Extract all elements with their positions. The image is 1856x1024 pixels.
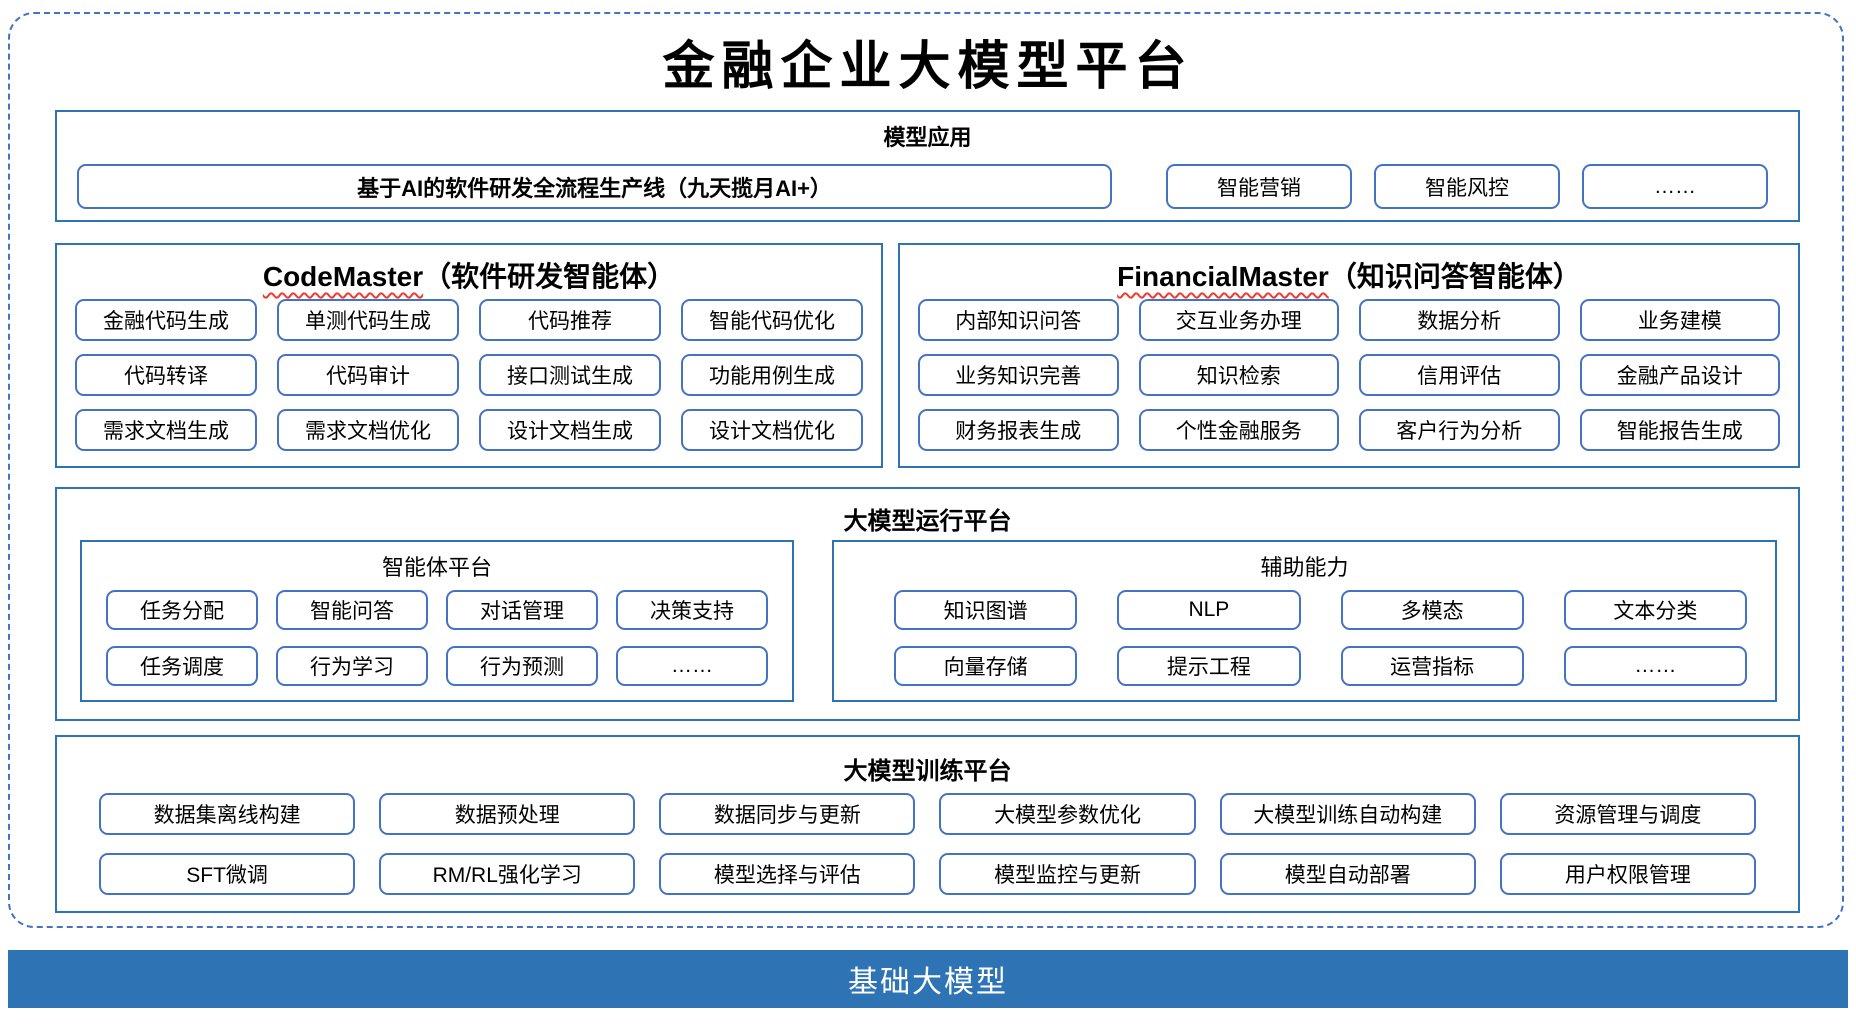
base-model-bar: 基础大模型	[8, 950, 1848, 1008]
training-platform-items: 数据集离线构建数据预处理数据同步与更新大模型参数优化大模型训练自动构建资源管理与…	[99, 793, 1756, 895]
financialmaster-capability-chip: 知识检索	[1138, 354, 1339, 396]
financialmaster-capability-chip: 智能报告生成	[1579, 409, 1780, 451]
agent-platform-items: 任务分配智能问答对话管理决策支持任务调度行为学习行为预测 ……	[106, 590, 768, 686]
training-capability-chip: SFT微调	[99, 853, 356, 895]
application-chip: 智能营销	[1166, 164, 1352, 209]
financialmaster-capability-chip: 业务知识完善	[918, 354, 1119, 396]
financialmaster-capability-chip: 客户行为分析	[1359, 409, 1560, 451]
application-chip: ……	[1582, 164, 1768, 209]
aux-ability-chip: 提示工程	[1117, 646, 1301, 686]
training-capability-chip: 资源管理与调度	[1499, 793, 1756, 835]
agent-platform-chip: 行为预测	[446, 646, 598, 686]
codemaster-capability-chip: 功能用例生成	[681, 354, 863, 396]
training-capability-chip: 模型自动部署	[1219, 853, 1476, 895]
aux-ability-chip: 文本分类	[1563, 590, 1747, 630]
training-capability-chip: 大模型参数优化	[939, 793, 1196, 835]
training-capability-chip: 数据集离线构建	[99, 793, 356, 835]
codemaster-title: CodeMaster（软件研发智能体）	[57, 255, 881, 295]
codemaster-capability-chip: 需求文档生成	[75, 409, 257, 451]
pipeline-chip: 基于AI的软件研发全流程生产线（九天揽月AI+）	[77, 164, 1112, 209]
training-capability-chip: 数据同步与更新	[659, 793, 916, 835]
codemaster-capability-chip: 代码审计	[277, 354, 459, 396]
aux-ability-chip: 向量存储	[894, 646, 1078, 686]
agent-platform-chip: 智能问答	[276, 590, 428, 630]
financialmaster-section: FinancialMaster（知识问答智能体） 内部知识问答交互业务办理数据分…	[898, 243, 1800, 468]
financialmaster-capability-chip: 交互业务办理	[1138, 299, 1339, 341]
financialmaster-capability-chip: 信用评估	[1359, 354, 1560, 396]
aux-ability-box: 辅助能力 知识图谱 NLP 多模态文本分类向量存储提示工程运营指标 ……	[832, 540, 1777, 702]
agent-platform-chip: 对话管理	[446, 590, 598, 630]
training-capability-chip: 数据预处理	[379, 793, 636, 835]
codemaster-capability-chip: 金融代码生成	[75, 299, 257, 341]
financialmaster-capability-chip: 业务建模	[1579, 299, 1780, 341]
codemaster-capability-chip: 智能代码优化	[681, 299, 863, 341]
agent-platform-chip: 任务分配	[106, 590, 258, 630]
runtime-platform-section: 大模型运行平台 智能体平台 任务分配智能问答对话管理决策支持任务调度行为学习行为…	[55, 487, 1800, 721]
codemaster-section: CodeMaster（软件研发智能体） 金融代码生成单测代码生成代码推荐智能代码…	[55, 243, 883, 468]
aux-ability-chip: NLP	[1117, 590, 1301, 630]
codemaster-capability-chip: 代码推荐	[479, 299, 661, 341]
financialmaster-title: FinancialMaster（知识问答智能体）	[900, 255, 1798, 295]
outer-dashed-frame	[8, 12, 1844, 928]
codemaster-capability-chip: 设计文档生成	[479, 409, 661, 451]
codemaster-items: 金融代码生成单测代码生成代码推荐智能代码优化代码转译代码审计接口测试生成功能用例…	[75, 299, 863, 451]
model-application-row: 基于AI的软件研发全流程生产线（九天揽月AI+） 智能营销智能风控 ……	[77, 164, 1782, 209]
training-platform-section: 大模型训练平台 数据集离线构建数据预处理数据同步与更新大模型参数优化大模型训练自…	[55, 735, 1800, 913]
base-model-label: 基础大模型	[848, 966, 1008, 999]
training-capability-chip: 大模型训练自动构建	[1219, 793, 1476, 835]
page-title: 金融企业大模型平台	[662, 36, 1194, 97]
agent-platform-box: 智能体平台 任务分配智能问答对话管理决策支持任务调度行为学习行为预测 ……	[80, 540, 794, 702]
financialmaster-capability-chip: 内部知识问答	[918, 299, 1119, 341]
training-capability-chip: 用户权限管理	[1499, 853, 1756, 895]
aux-ability-chip: ……	[1563, 646, 1747, 686]
training-platform-header: 大模型训练平台	[843, 758, 1012, 785]
application-chip: 智能风控	[1374, 164, 1560, 209]
codemaster-title-zh: （软件研发智能体）	[423, 261, 676, 292]
financialmaster-capability-chip: 金融产品设计	[1579, 354, 1780, 396]
financialmaster-capability-chip: 财务报表生成	[918, 409, 1119, 451]
financialmaster-title-en: FinancialMaster	[1117, 261, 1329, 292]
aux-ability-chip: 多模态	[1340, 590, 1524, 630]
financialmaster-items: 内部知识问答交互业务办理数据分析业务建模业务知识完善知识检索信用评估金融产品设计…	[918, 299, 1780, 451]
model-application-section: 模型应用 基于AI的软件研发全流程生产线（九天揽月AI+） 智能营销智能风控 ……	[55, 110, 1800, 222]
training-capability-chip: RM/RL强化学习	[379, 853, 636, 895]
financialmaster-capability-chip: 个性金融服务	[1138, 409, 1339, 451]
codemaster-capability-chip: 代码转译	[75, 354, 257, 396]
agent-platform-chip: 任务调度	[106, 646, 258, 686]
codemaster-capability-chip: 设计文档优化	[681, 409, 863, 451]
model-application-header: 模型应用	[883, 125, 972, 150]
runtime-platform-header: 大模型运行平台	[843, 508, 1012, 535]
aux-ability-header: 辅助能力	[1260, 555, 1349, 580]
financialmaster-title-zh: （知识问答智能体）	[1328, 261, 1581, 292]
codemaster-capability-chip: 单测代码生成	[277, 299, 459, 341]
agent-platform-chip: 决策支持	[616, 590, 768, 630]
training-capability-chip: 模型选择与评估	[659, 853, 916, 895]
codemaster-capability-chip: 接口测试生成	[479, 354, 661, 396]
agent-platform-chip: ……	[616, 646, 768, 686]
model-application-items: 智能营销智能风控 ……	[1166, 164, 1782, 209]
aux-ability-items: 知识图谱 NLP 多模态文本分类向量存储提示工程运营指标 ……	[894, 590, 1747, 686]
aux-ability-chip: 知识图谱	[894, 590, 1078, 630]
codemaster-title-en: CodeMaster	[262, 261, 424, 292]
agent-platform-chip: 行为学习	[276, 646, 428, 686]
financialmaster-capability-chip: 数据分析	[1359, 299, 1560, 341]
training-capability-chip: 模型监控与更新	[939, 853, 1196, 895]
agent-platform-header: 智能体平台	[381, 555, 492, 580]
codemaster-capability-chip: 需求文档优化	[277, 409, 459, 451]
aux-ability-chip: 运营指标	[1340, 646, 1524, 686]
